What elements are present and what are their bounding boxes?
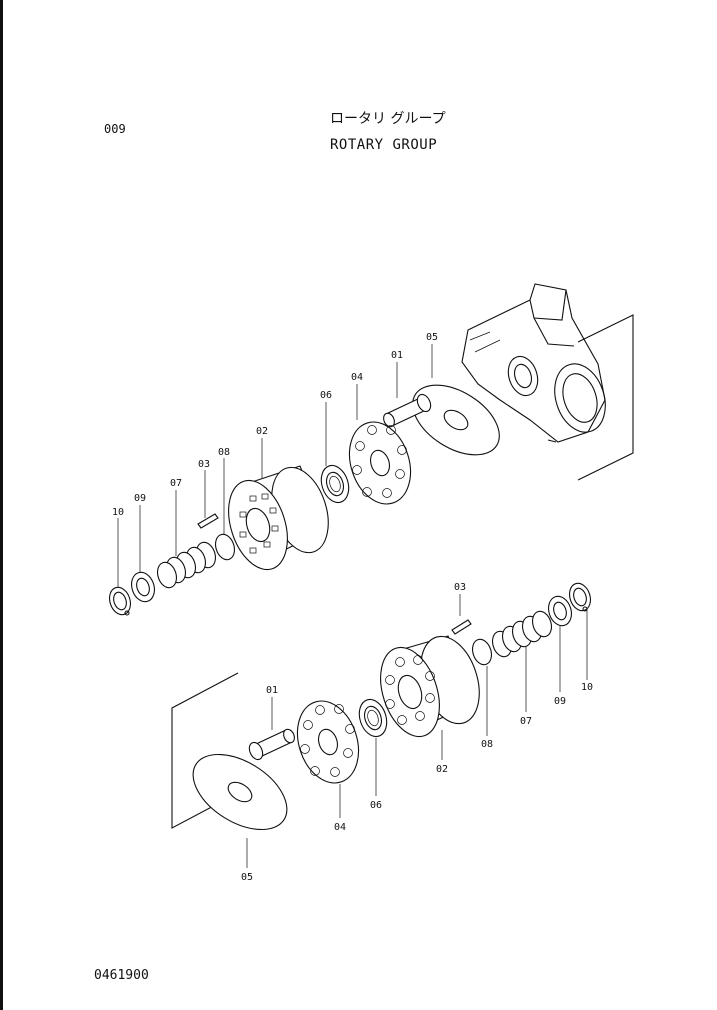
top-callout-05: 05 xyxy=(426,332,438,343)
bottom-callout-01: 01 xyxy=(266,685,278,696)
top-part-02-cylinder xyxy=(228,465,329,571)
bottom-callouts: 03 01 02 06 04 05 08 07 09 10 xyxy=(241,582,593,883)
top-callout-09: 09 xyxy=(134,493,146,504)
bottom-part-10-snap-ring xyxy=(569,582,591,612)
top-callout-06: 06 xyxy=(320,390,332,401)
bottom-part-01-shaft xyxy=(248,728,295,761)
top-part-06-bearing xyxy=(320,464,350,504)
bottom-callout-10: 10 xyxy=(581,682,593,693)
top-part-01-shaft xyxy=(383,393,432,428)
top-callout-10: 10 xyxy=(112,507,124,518)
top-leader-lines xyxy=(117,344,433,587)
bottom-part-03-pin xyxy=(451,619,472,635)
bottom-part-08-washer xyxy=(471,638,493,666)
bottom-part-02-cylinder xyxy=(380,635,480,738)
top-part-08-washer xyxy=(214,533,236,561)
bottom-leader-lines xyxy=(246,594,588,868)
bottom-callout-03: 03 xyxy=(454,582,466,593)
top-part-07-spring xyxy=(156,541,217,589)
top-assembly: 05 01 04 06 02 08 03 07 09 10 xyxy=(109,283,634,616)
top-part-03-pin xyxy=(197,513,219,529)
bottom-assembly: 03 01 02 06 04 05 08 07 09 10 xyxy=(171,582,593,883)
top-callout-03: 03 xyxy=(198,459,210,470)
top-housing xyxy=(461,283,606,443)
bottom-part-09-ring xyxy=(548,595,572,627)
bottom-callout-04: 04 xyxy=(334,822,346,833)
top-part-04-retainer xyxy=(348,421,412,505)
bottom-callout-05: 05 xyxy=(241,872,253,883)
bottom-callout-02: 02 xyxy=(436,764,448,775)
top-part-10-snap-ring xyxy=(109,586,131,616)
bottom-callout-06: 06 xyxy=(370,800,382,811)
top-bracket-line xyxy=(577,314,634,481)
bottom-part-06-bearing xyxy=(358,698,388,738)
top-part-05-plate xyxy=(412,384,500,456)
page-number: 009 xyxy=(104,122,126,136)
bottom-part-04-retainer xyxy=(296,700,360,784)
drawing-number: 0461900 xyxy=(94,968,149,983)
bottom-callout-09: 09 xyxy=(554,696,566,707)
bottom-callout-08: 08 xyxy=(481,739,493,750)
bottom-callout-07: 07 xyxy=(520,716,532,727)
top-callout-02: 02 xyxy=(256,426,268,437)
top-callout-04: 04 xyxy=(351,372,363,383)
title-japanese: ロータリ グループ xyxy=(330,111,446,127)
top-callout-01: 01 xyxy=(391,350,403,361)
title-english: ROTARY GROUP xyxy=(330,137,438,153)
top-part-09-ring xyxy=(131,571,155,603)
bottom-bracket-line xyxy=(171,672,239,829)
left-border-rule xyxy=(0,0,3,1010)
top-callout-07: 07 xyxy=(170,478,182,489)
bottom-part-07-spring xyxy=(491,610,553,658)
bottom-part-05-plate xyxy=(192,753,288,831)
top-callouts: 05 01 04 06 02 08 03 07 09 10 xyxy=(112,332,438,518)
top-callout-08: 08 xyxy=(218,447,230,458)
